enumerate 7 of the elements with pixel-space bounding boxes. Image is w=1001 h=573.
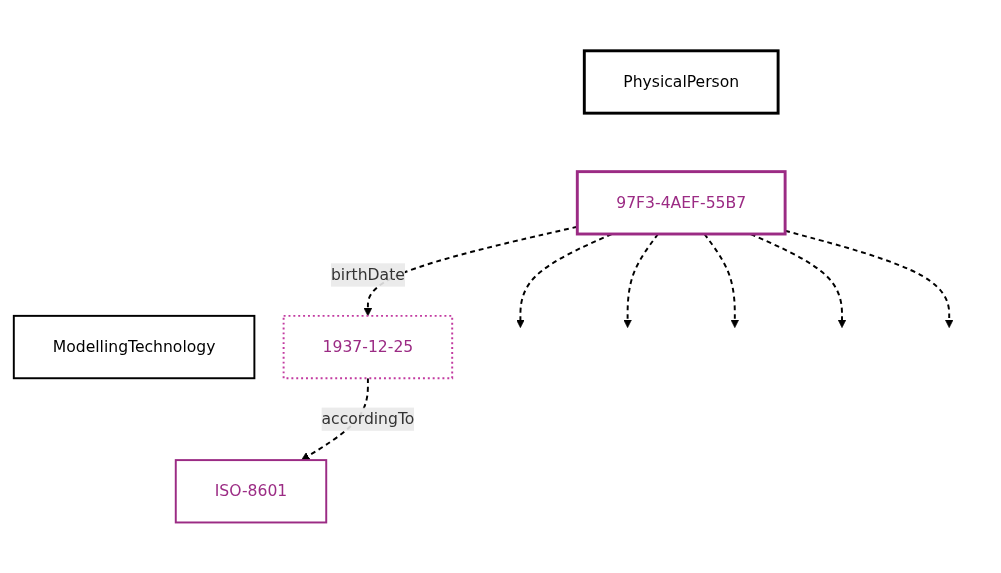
edge-label: birthDate xyxy=(330,265,405,284)
edge-label: accordingTo xyxy=(321,409,414,428)
node-box: PhysicalPerson xyxy=(582,49,780,115)
node-box: 1937-12-25 xyxy=(282,314,453,380)
node-box: ModellingTechnology xyxy=(12,314,255,380)
node-box: 97F3-4AEF-55B7 xyxy=(575,170,787,236)
node-box: ISO-8601 xyxy=(174,459,327,524)
